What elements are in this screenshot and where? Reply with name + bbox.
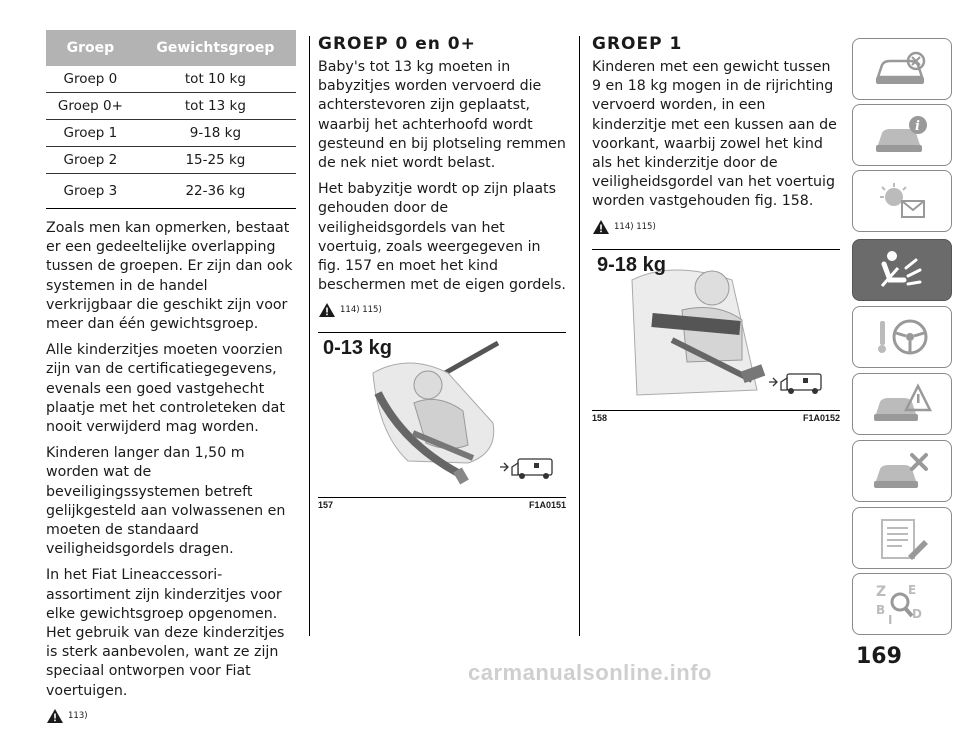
figure-157: 0-13 kg bbox=[318, 332, 566, 499]
svg-text:E: E bbox=[908, 583, 916, 597]
paragraph: In het Fiat Lineaccessori-assortiment zi… bbox=[46, 567, 285, 699]
table-header-groep: Groep bbox=[46, 30, 135, 66]
figure-code: F1A0151 bbox=[528, 500, 566, 511]
figure-number: 158 bbox=[592, 412, 608, 423]
table-cell: Groep 2 bbox=[46, 146, 135, 174]
warning-lights-icon bbox=[880, 183, 925, 218]
figure-code: F1A0152 bbox=[802, 412, 840, 423]
paragraph: Het babyzitje wordt op zijn plaats gehou… bbox=[318, 181, 566, 294]
column-2: GROEP 0 en 0+ Baby's tot 13 kg moeten in… bbox=[318, 30, 566, 510]
table-cell: Groep 0+ bbox=[46, 92, 135, 120]
tab-specifications[interactable] bbox=[852, 507, 952, 569]
tab-dashboard[interactable] bbox=[852, 38, 952, 100]
warning-ref-text: 114) 115) bbox=[614, 221, 656, 232]
paragraph: Kinderen langer dan 1,50 m worden wat de… bbox=[46, 445, 286, 558]
warning-reference: 113) bbox=[46, 708, 296, 724]
warning-ref-text: 114) 115) bbox=[340, 305, 382, 316]
weight-group-table: Groep Gewichtsgroep Groep 0 tot 10 kg Gr… bbox=[46, 30, 296, 209]
column-1: Groep Gewichtsgroep Groep 0 tot 10 kg Gr… bbox=[46, 30, 296, 732]
alphabetical-index-icon: Z E BI D bbox=[876, 583, 922, 626]
svg-text:I: I bbox=[888, 613, 892, 626]
watermark: carmanualsonline.info bbox=[468, 660, 712, 685]
section-heading: GROEP 0 en 0+ bbox=[318, 34, 476, 54]
table-header-row: Groep Gewichtsgroep bbox=[46, 30, 296, 66]
table-cell: tot 10 kg bbox=[134, 66, 296, 93]
specifications-icon bbox=[881, 519, 928, 560]
warning-ref-text: 113) bbox=[68, 710, 88, 721]
warning-reference: 114) 115) bbox=[592, 219, 840, 235]
section-heading: GROEP 1 bbox=[592, 34, 683, 54]
figure-weight-label: 9-18 kg bbox=[597, 253, 666, 276]
tab-driving[interactable] bbox=[852, 306, 952, 368]
van-icon bbox=[769, 372, 822, 394]
warning-triangle-icon bbox=[47, 708, 63, 723]
figure-number: 157 bbox=[318, 500, 334, 511]
table-cell: 22-36 kg bbox=[134, 173, 296, 209]
car-dashboard-icon bbox=[876, 51, 926, 84]
table-row: Groep 0 tot 10 kg bbox=[46, 66, 296, 93]
table-row: Groep 2 15-25 kg bbox=[46, 146, 296, 174]
paragraph: Alle kinderzitjes moeten voorzien zijn v… bbox=[46, 342, 285, 436]
figure-caption: 158 F1A0152 bbox=[592, 411, 840, 423]
figure-weight-label: 0-13 kg bbox=[323, 337, 392, 360]
table-cell: 9-18 kg bbox=[134, 119, 296, 147]
svg-text:i: i bbox=[915, 119, 920, 134]
van-icon bbox=[500, 458, 553, 480]
svg-text:Z: Z bbox=[876, 584, 886, 600]
car-warning-icon bbox=[874, 383, 932, 421]
tab-car-info[interactable]: i bbox=[852, 104, 952, 166]
column-divider bbox=[579, 36, 580, 636]
child-seat-illustration bbox=[631, 269, 822, 396]
table-row: Groep 1 9-18 kg bbox=[46, 119, 296, 147]
warning-triangle-icon bbox=[319, 303, 335, 318]
car-info-icon: i bbox=[876, 116, 927, 152]
column-divider bbox=[309, 36, 310, 636]
car-tools-icon bbox=[874, 453, 928, 488]
table-header-gewichtsgroep: Gewichtsgroep bbox=[134, 30, 296, 66]
tab-maintenance[interactable] bbox=[852, 440, 952, 502]
table-cell: Groep 3 bbox=[46, 173, 135, 209]
svg-text:B: B bbox=[876, 603, 885, 617]
page-number: 169 bbox=[856, 644, 902, 669]
paragraph: Kinderen met een gewicht tussen 9 en 18 … bbox=[592, 59, 837, 210]
table-cell: Groep 0 bbox=[46, 66, 135, 93]
tab-warning-lights[interactable] bbox=[852, 170, 952, 232]
tab-emergency[interactable] bbox=[852, 373, 952, 435]
table-row: Groep 3 22-36 kg bbox=[46, 173, 296, 209]
paragraph: Zoals men kan opmerken, bestaat er een g… bbox=[46, 220, 293, 333]
figure-caption: 157 F1A0151 bbox=[318, 498, 566, 510]
svg-text:D: D bbox=[912, 607, 922, 621]
table-cell: tot 13 kg bbox=[134, 92, 296, 120]
paragraph: Baby's tot 13 kg moeten in babyzitjes wo… bbox=[318, 59, 566, 172]
warning-reference: 114) 115) bbox=[318, 302, 566, 318]
seat-airbag-icon bbox=[880, 251, 922, 287]
tab-safety[interactable] bbox=[852, 239, 952, 301]
table-cell: 15-25 kg bbox=[134, 146, 296, 174]
table-cell: Groep 1 bbox=[46, 119, 135, 147]
steering-wheel-icon bbox=[878, 319, 928, 355]
table-row: Groep 0+ tot 13 kg bbox=[46, 92, 296, 120]
infant-seat-illustration bbox=[372, 341, 553, 485]
figure-158: 9-18 kg bbox=[592, 248, 840, 411]
warning-triangle-icon bbox=[593, 219, 609, 234]
column-3: GROEP 1 Kinderen met een gewicht tussen … bbox=[592, 30, 840, 423]
